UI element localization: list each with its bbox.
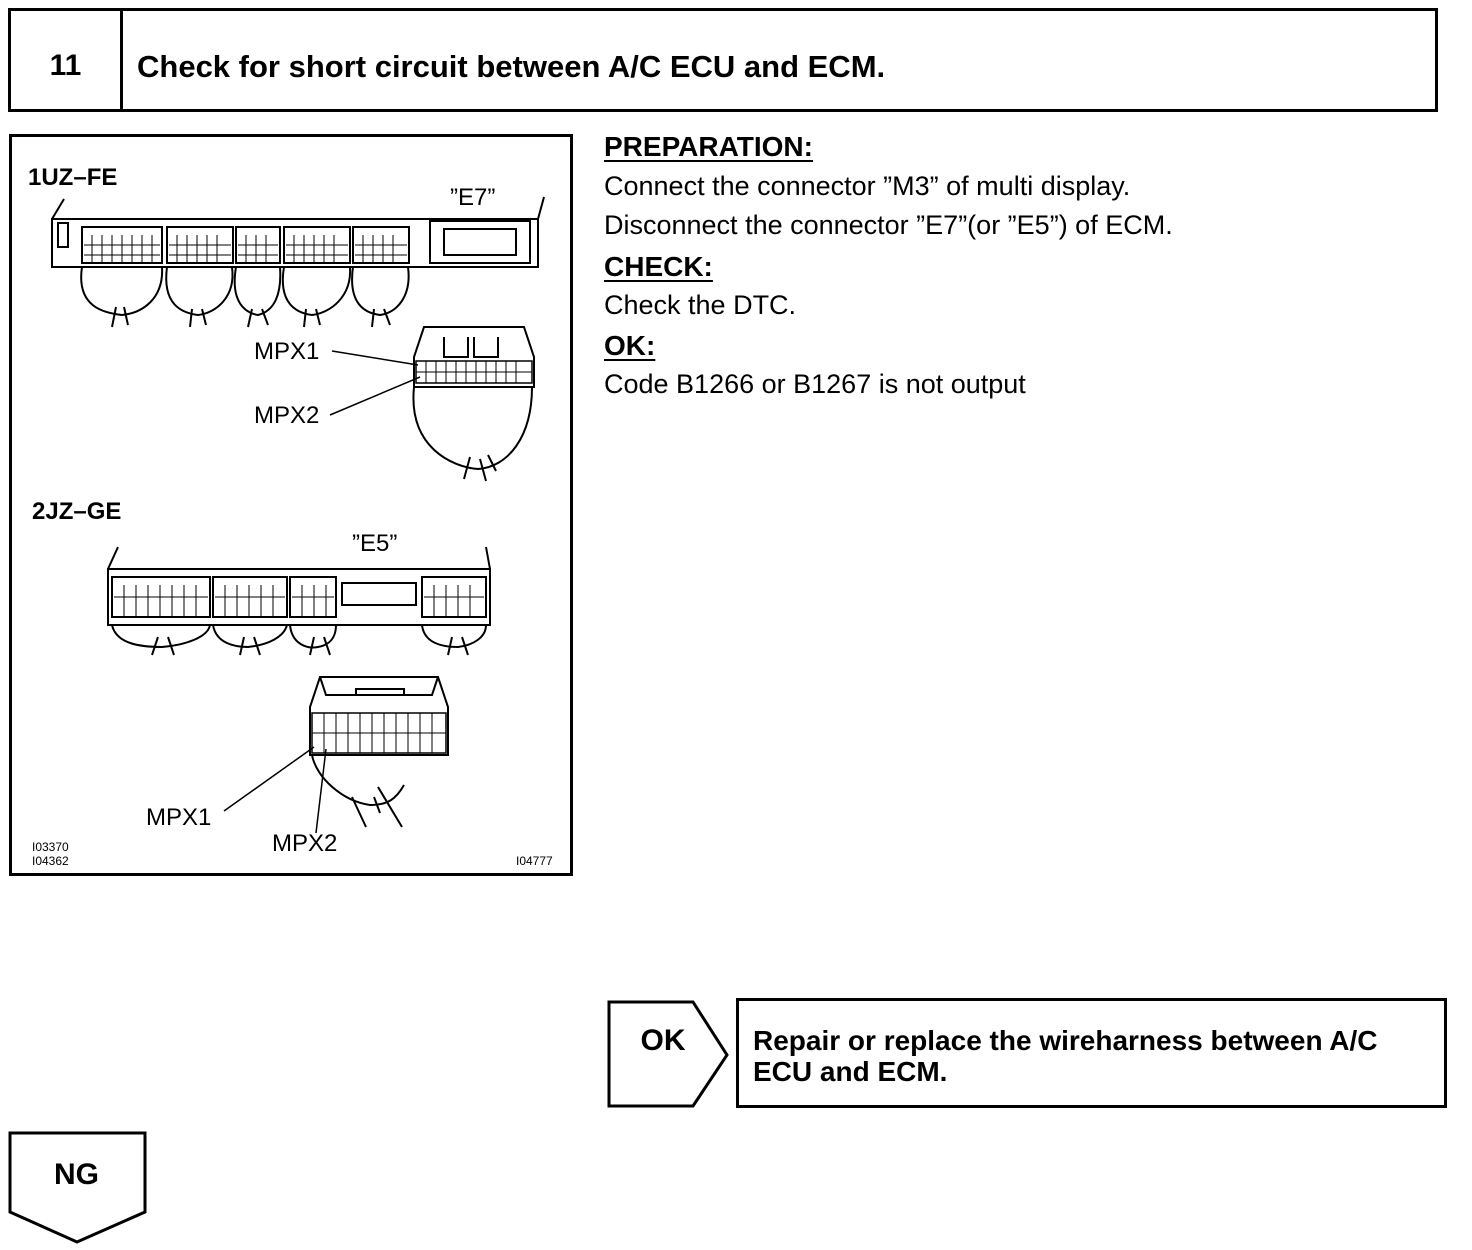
engine-label-2jz-ge: 2JZ–GE — [32, 498, 121, 525]
ok-label: OK — [640, 1024, 686, 1057]
terminal-label-mpx1-lower: MPX1 — [146, 804, 211, 831]
ok-arrow-icon — [607, 1000, 729, 1108]
figure-code-1: I03370 — [32, 840, 69, 854]
connector-e5-closeup — [223, 676, 449, 834]
connector-label-e5: ”E5” — [352, 530, 397, 557]
connector-e7-closeup — [329, 326, 535, 482]
connector-figure: 1UZ–FE 2JZ–GE ”E7” ”E5” MPX1 MPX2 MPX1 M… — [9, 134, 573, 876]
terminal-label-mpx1: MPX1 — [254, 338, 319, 365]
ok-action-text: Repair or replace the wireharness betwee… — [753, 1025, 1443, 1087]
connector-label-e7: ”E7” — [450, 184, 495, 211]
terminal-label-mpx2-lower: MPX2 — [272, 830, 337, 857]
ok-action-box: Repair or replace the wireharness betwee… — [736, 998, 1447, 1108]
connector-diagram: 1UZ–FE 2JZ–GE ”E7” ”E5” MPX1 MPX2 MPX1 M… — [28, 164, 553, 868]
figure-code-2: I04362 — [32, 854, 69, 868]
ng-label: NG — [54, 1158, 99, 1191]
ok-criteria-line: Code B1266 or B1267 is not output — [604, 369, 1026, 399]
check-heading: CHECK: — [604, 251, 713, 282]
step-number-cell: 11 — [11, 11, 123, 109]
ecm-2jz-ge-illustration — [107, 546, 491, 656]
step-title: Check for short circuit between A/C ECU … — [137, 49, 886, 84]
preparation-line-1: Connect the connector ”M3” of multi disp… — [604, 171, 1131, 201]
figure-code-3: I04777 — [516, 854, 553, 868]
preparation-heading: PREPARATION: — [604, 131, 813, 162]
ok-action-line-1: Repair or replace the wireharness betwee… — [753, 1025, 1378, 1056]
ng-arrow-icon — [8, 1131, 147, 1244]
ok-heading: OK: — [604, 330, 656, 361]
step-header: 11 Check for short circuit between A/C E… — [8, 8, 1438, 112]
engine-label-1uz-fe: 1UZ–FE — [28, 164, 117, 191]
ok-action-line-2: ECU and ECM. — [753, 1056, 948, 1087]
check-line: Check the DTC. — [604, 290, 797, 320]
preparation-line-2: Disconnect the connector ”E7”(or ”E5”) o… — [604, 210, 1173, 240]
ecm-1uz-fe-illustration — [51, 196, 545, 328]
step-number: 11 — [49, 49, 82, 82]
terminal-label-mpx2: MPX2 — [254, 402, 319, 429]
